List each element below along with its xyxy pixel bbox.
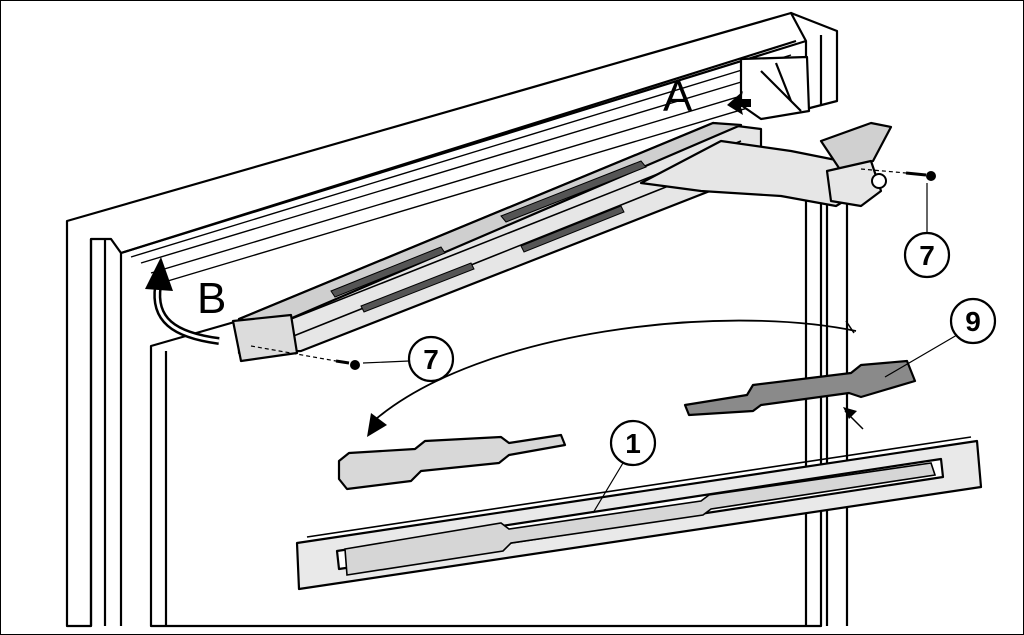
arrow-b <box>145 257 220 345</box>
swing-arc <box>367 319 857 437</box>
arrow-a <box>727 91 751 115</box>
callout-9-label: 9 <box>965 306 981 337</box>
part-1-cover-strip <box>295 436 983 591</box>
step-label-a: A <box>663 72 693 121</box>
light-plug <box>337 433 567 491</box>
part-9-plug <box>683 359 917 430</box>
callout-7-left: 7 <box>362 335 455 383</box>
callout-1-label: 1 <box>625 428 641 459</box>
callout-9: 9 <box>884 297 997 378</box>
step-label-b: B <box>197 274 226 323</box>
screw-right <box>860 168 936 181</box>
callout-7-left-label: 7 <box>423 344 439 375</box>
screw-left <box>250 345 360 370</box>
callout-1: 1 <box>592 419 657 514</box>
callout-7-right: 7 <box>903 183 951 279</box>
hinge-arm <box>231 55 893 363</box>
callout-7-right-label: 7 <box>919 240 935 271</box>
